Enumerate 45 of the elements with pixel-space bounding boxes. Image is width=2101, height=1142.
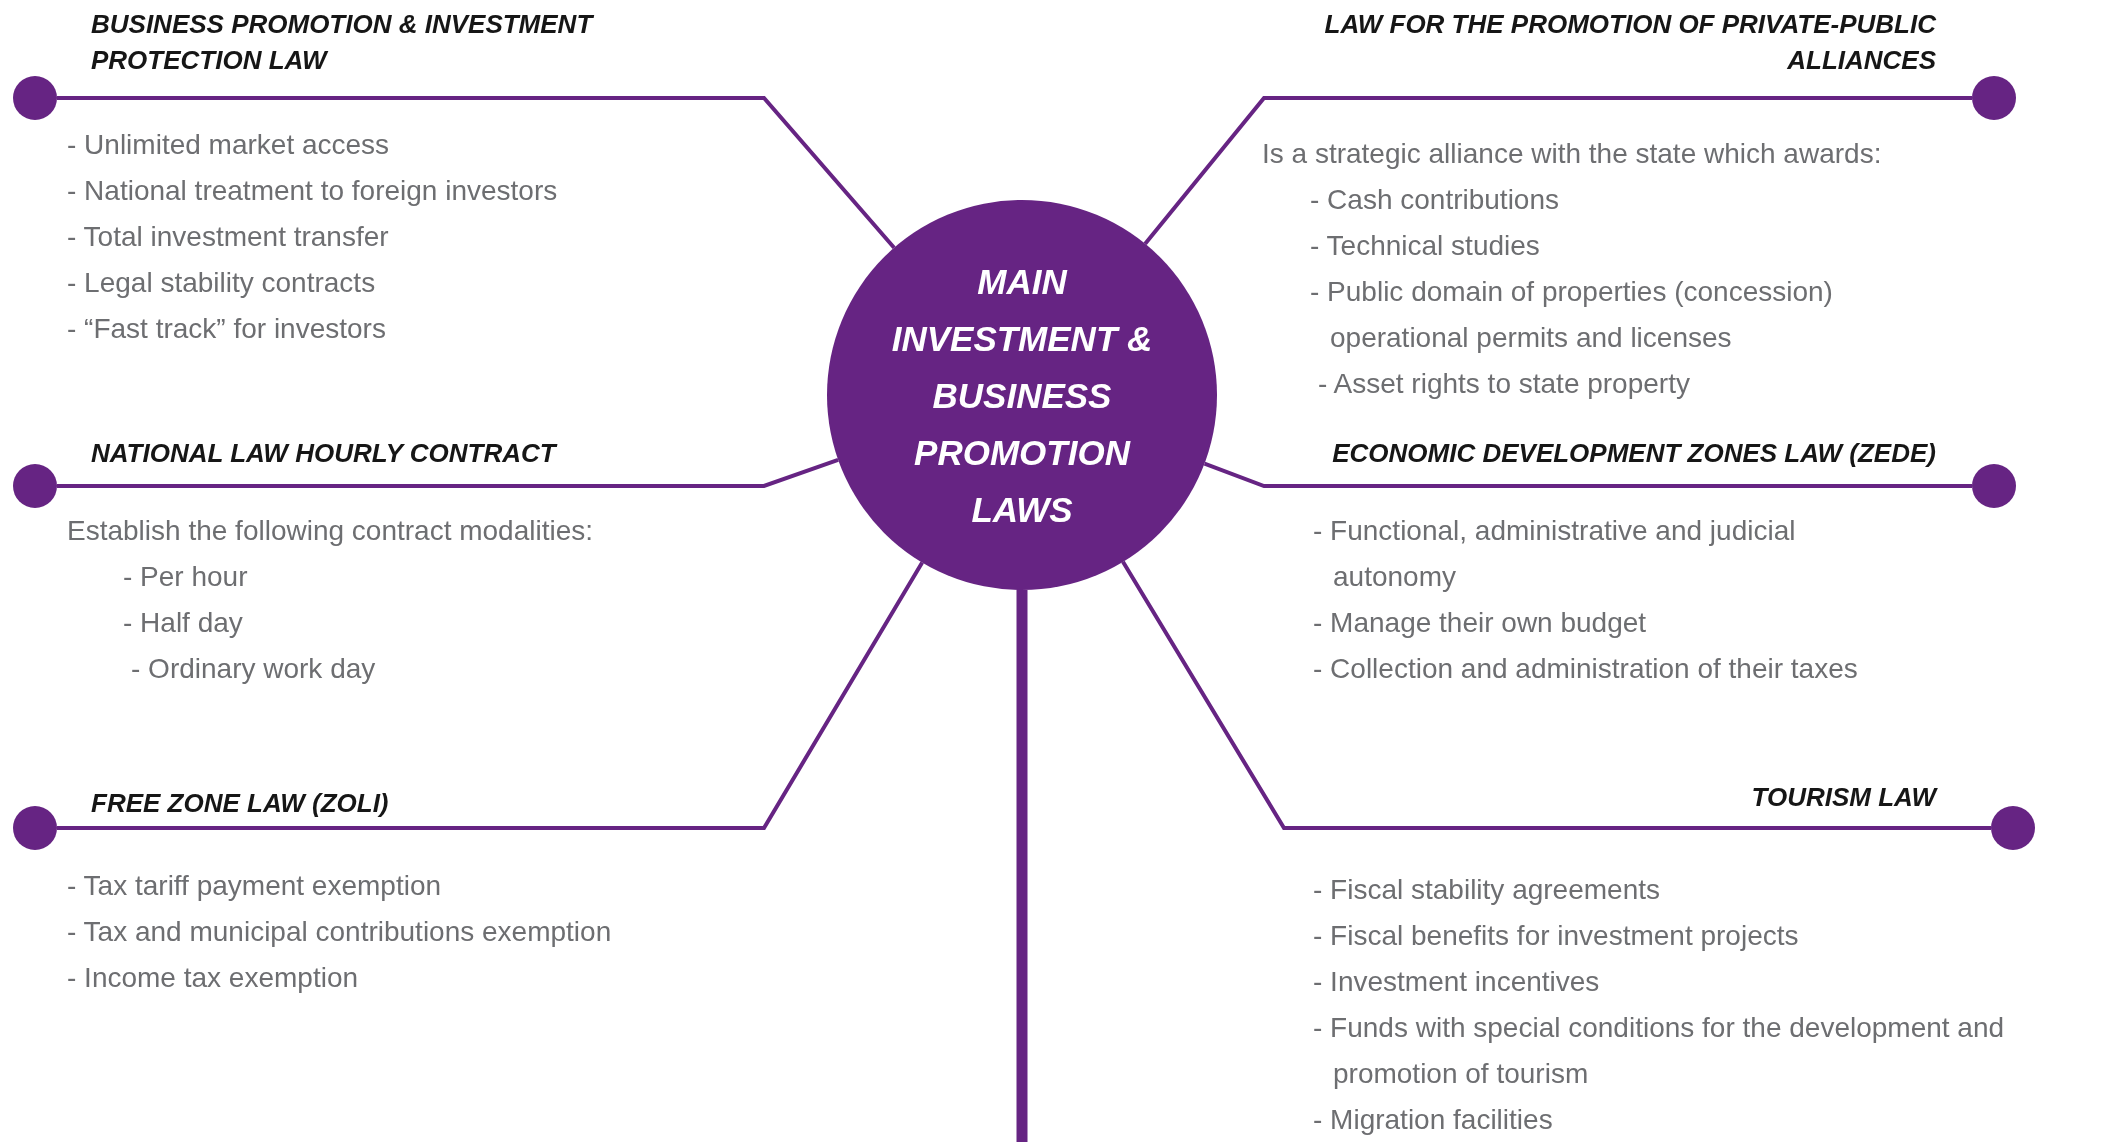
connector-line	[1016, 590, 1028, 1142]
connector-line	[57, 457, 839, 488]
connector-line	[57, 561, 924, 830]
body-text: - Migration facilities	[1313, 1103, 1554, 1137]
end-dot	[1972, 464, 2016, 508]
body-text: - Total investment transfer	[67, 220, 390, 254]
body-text: - Fiscal benefits for investment projects	[1313, 919, 1800, 953]
body-text: - Asset rights to state property	[1318, 367, 1691, 401]
body-text: - Ordinary work day	[131, 652, 377, 686]
body-text: - “Fast track” for investors	[67, 312, 387, 346]
body-text: - Collection and administration of their taxes	[1313, 652, 1859, 686]
body-text: - National treatment to foreign investors	[67, 174, 559, 208]
body-text: - Half day	[123, 606, 244, 640]
body-text: - Per hour	[123, 560, 249, 594]
law-heading: BUSINESS PROMOTION & INVESTMENT PROTECTION LAW	[91, 8, 595, 77]
end-dot	[1991, 806, 2035, 850]
end-dot	[13, 76, 57, 120]
body-text: - Legal stability contracts	[67, 266, 377, 300]
body-text: - Functional, administrative and judicial autonomy	[1313, 514, 1797, 594]
law-heading: FREE ZONE LAW (ZOLI)	[91, 787, 390, 820]
body-text: - Income tax exemption	[67, 961, 360, 995]
connector-line	[1203, 461, 1972, 488]
body-text: - Cash contributions	[1310, 183, 1560, 217]
body-text: - Public domain of properties (concession) operational permits and licenses	[1310, 275, 1834, 355]
law-heading: ECONOMIC DEVELOPMENT ZONES LAW (ZEDE)	[1331, 437, 1936, 470]
body-text: - Funds with special conditions for the development and promotion of tourism	[1313, 1011, 2006, 1091]
body-text: - Manage their own budget	[1313, 606, 1648, 640]
connector-line	[1121, 560, 1991, 830]
law-heading: NATIONAL LAW HOURLY CONTRACT	[91, 437, 559, 470]
body-text: - Unlimited market access	[67, 128, 391, 162]
connector-line	[1143, 96, 1972, 246]
connector-line	[57, 96, 896, 250]
body-text: - Investment incentives	[1313, 965, 1601, 999]
body-text: - Tax and municipal contributions exemption	[67, 915, 613, 949]
law-heading: TOURISM LAW	[1750, 781, 1936, 814]
end-dot	[1972, 76, 2016, 120]
body-text: Is a strategic alliance with the state which awards:	[1262, 137, 1883, 171]
body-text: - Fiscal stability agreements	[1313, 873, 1661, 907]
body-text: Establish the following contract modalities:	[67, 514, 595, 548]
body-text: - Technical studies	[1310, 229, 1541, 263]
end-dot	[13, 806, 57, 850]
center-title: MAIN INVESTMENT & BUSINESS PROMOTION LAWS	[890, 260, 1154, 531]
law-heading: LAW FOR THE PROMOTION OF PRIVATE-PUBLIC ALLIANCES	[1323, 8, 1936, 77]
end-dot	[13, 464, 57, 508]
body-text: - Tax tariff payment exemption	[67, 869, 443, 903]
